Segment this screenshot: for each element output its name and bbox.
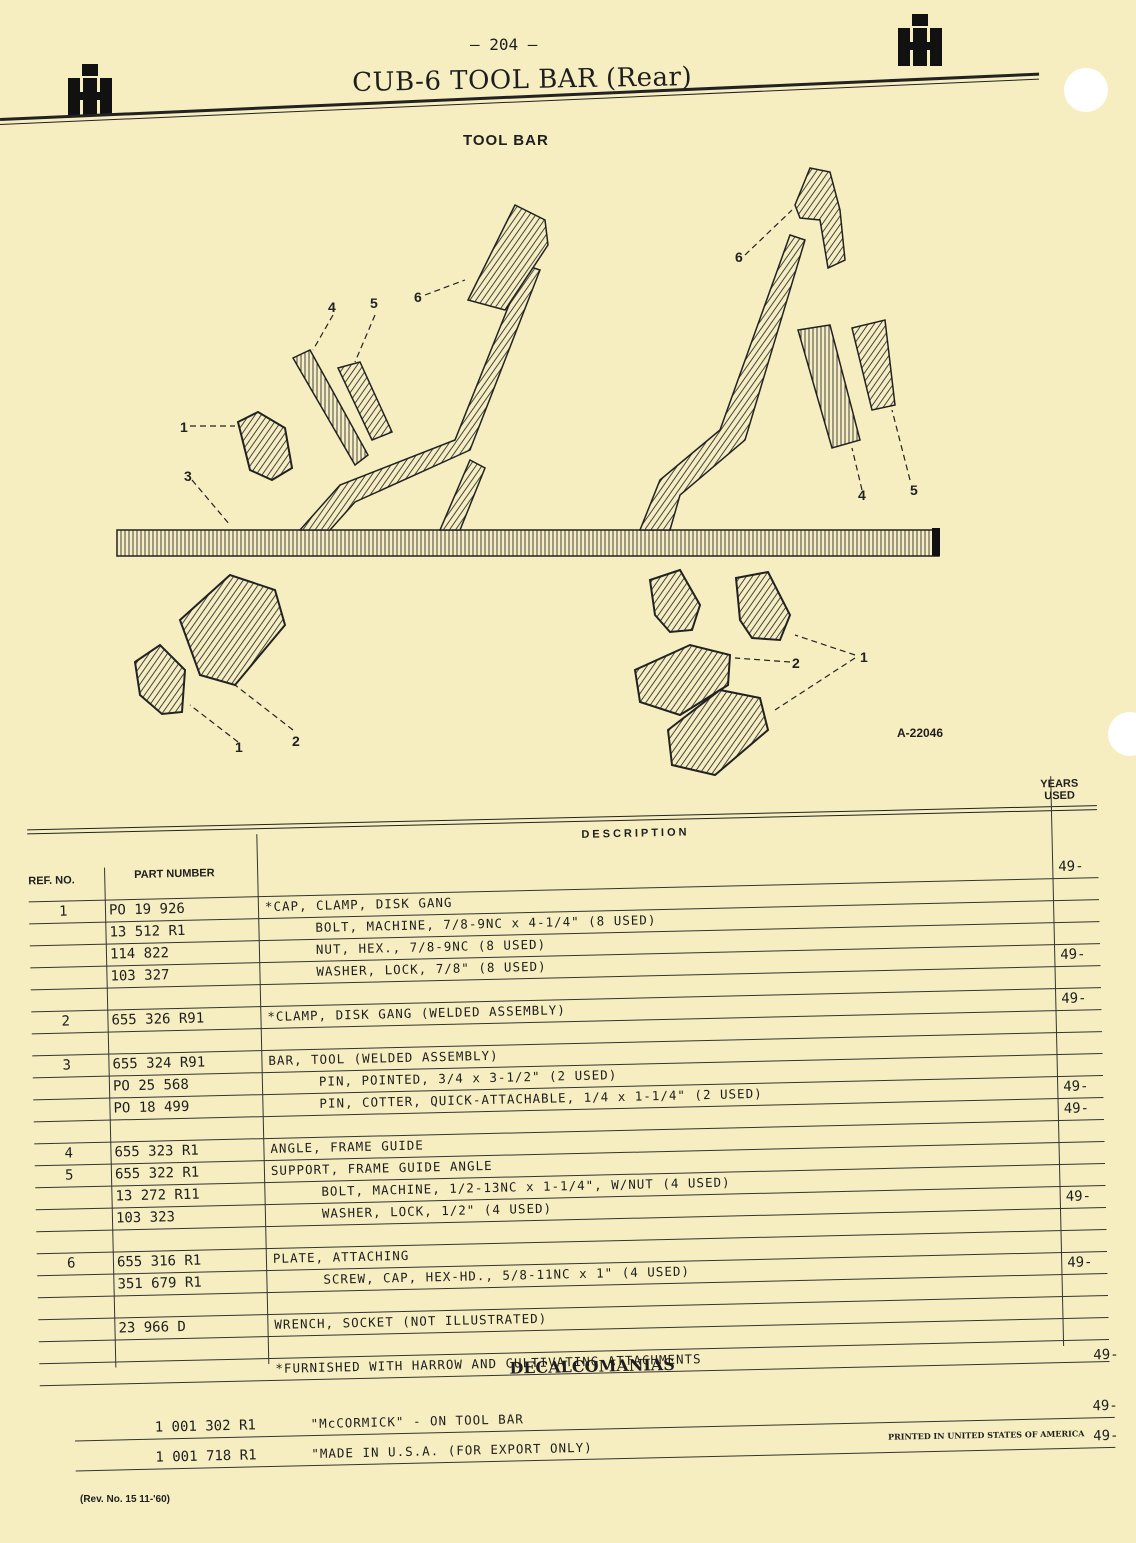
part-number-cell: 655 326 R91 bbox=[111, 1010, 205, 1029]
callout-5: 5 bbox=[370, 295, 378, 311]
callout-4b: 4 bbox=[858, 487, 866, 503]
callout-2: 2 bbox=[292, 733, 300, 749]
ih-logo-icon bbox=[898, 14, 942, 66]
frame-guide-support-left bbox=[336, 361, 394, 441]
years-used-cell: 49- bbox=[1065, 1188, 1092, 1205]
part-number-cell: 114 822 bbox=[109, 945, 170, 963]
binder-hole-middle bbox=[1108, 712, 1136, 756]
part-number-cell: 655 316 R1 bbox=[116, 1252, 202, 1271]
description-cell: WASHER, LOCK, 1/2" (4 USED) bbox=[321, 1200, 553, 1221]
header-description: DESCRIPTION bbox=[581, 826, 690, 841]
header-years-line2: USED bbox=[1044, 789, 1076, 803]
callout-3: 3 bbox=[184, 468, 192, 484]
page-number: — 204 — bbox=[470, 35, 538, 54]
part-number-cell: 103 327 bbox=[110, 967, 170, 985]
callout-1b: 1 bbox=[235, 739, 243, 755]
ref-no-cell: 3 bbox=[62, 1057, 72, 1074]
description-cell: NUT, HEX., 7/8-9NC (8 USED) bbox=[315, 936, 547, 957]
description-cell: WASHER, LOCK, 7/8" (8 USED) bbox=[316, 958, 547, 979]
ref-no-cell: 4 bbox=[64, 1145, 74, 1162]
years-used-cell: 49- bbox=[1067, 1254, 1093, 1271]
header-years-line1: YEARS bbox=[1040, 777, 1079, 791]
right-arm-part bbox=[638, 234, 806, 531]
disk-gang-clamp-left bbox=[178, 573, 287, 687]
exploded-parts-diagram: 1 3 4 5 6 6 4 5 1 2 2 1 bbox=[116, 167, 940, 777]
callout-6b: 6 bbox=[735, 249, 743, 265]
part-number-cell: 655 324 R91 bbox=[112, 1054, 206, 1073]
attaching-plate-right bbox=[794, 167, 846, 270]
clamp-cap-lower-left bbox=[133, 643, 187, 716]
description-cell: PIN, POINTED, 3/4 x 3-1/2" (2 USED) bbox=[318, 1067, 618, 1089]
attaching-plate-left bbox=[466, 203, 549, 311]
decal-part-number-cell: 1 001 718 R1 bbox=[155, 1447, 257, 1466]
description-cell: WRENCH, SOCKET (NOT ILLUSTRATED) bbox=[274, 1310, 548, 1332]
part-number-cell: 23 966 D bbox=[118, 1318, 187, 1337]
figure-id: A-22046 bbox=[897, 726, 944, 740]
clamp-cap-lower-right-a bbox=[648, 568, 702, 634]
years-used-cell: 49- bbox=[1060, 946, 1086, 963]
part-number-cell: 13 512 R1 bbox=[109, 922, 186, 941]
years-used-cell: 49- bbox=[1061, 990, 1087, 1007]
ref-no-cell: 1 bbox=[58, 903, 68, 920]
callout-4: 4 bbox=[328, 299, 336, 315]
description-cell: *CAP, CLAMP, DISK GANG bbox=[264, 894, 453, 915]
description-cell: SUPPORT, FRAME GUIDE ANGLE bbox=[270, 1157, 493, 1178]
disk-gang-clamp-right-b bbox=[666, 688, 770, 777]
years-used-cell: 49- bbox=[1063, 1100, 1090, 1117]
decal-description-cell: "MADE IN U.S.A. (FOR EXPORT ONLY) bbox=[311, 1439, 593, 1462]
disk-gang-clamp-right-a bbox=[633, 643, 732, 717]
part-number-cell: 655 323 R1 bbox=[114, 1142, 199, 1161]
frame-guide-support-right bbox=[851, 319, 896, 411]
decal-years-cell: 49- bbox=[1092, 1397, 1118, 1415]
clamp-cap-lower-right-b bbox=[734, 570, 792, 642]
description-cell: PLATE, ATTACHING bbox=[272, 1247, 410, 1266]
part-number-cell: 655 322 R1 bbox=[114, 1164, 200, 1183]
callout-5b: 5 bbox=[910, 482, 918, 498]
description-cell: *CLAMP, DISK GANG (WELDED ASSEMBLY) bbox=[267, 1002, 566, 1024]
part-number-cell: PO 19 926 bbox=[108, 900, 186, 919]
callout-6: 6 bbox=[414, 289, 422, 305]
decal-part-number-cell: 1 001 302 R1 bbox=[154, 1417, 257, 1436]
part-number-cell: 103 323 bbox=[115, 1209, 176, 1227]
decal-heading: DECALCOMANIAS bbox=[509, 1354, 675, 1378]
clamp-cap-upper-left bbox=[236, 410, 294, 482]
ref-no-cell: 6 bbox=[66, 1255, 76, 1272]
frame-guide-angle-left bbox=[291, 349, 369, 467]
parts-table: REF. NO. PART NUMBER DESCRIPTION YEARS U… bbox=[0, 754, 1136, 1500]
years-used-cell: 49- bbox=[1063, 1078, 1089, 1095]
frame-guide-angle-right bbox=[797, 324, 861, 449]
part-number-cell: PO 25 568 bbox=[112, 1076, 190, 1095]
header-years-used: YEARS USED bbox=[1040, 778, 1078, 803]
section-heading: TOOL BAR bbox=[463, 132, 549, 149]
ref-no-cell: 2 bbox=[61, 1013, 71, 1030]
callout-1: 1 bbox=[180, 419, 188, 435]
part-number-cell: PO 18 499 bbox=[113, 1098, 190, 1117]
ih-logo-icon bbox=[68, 64, 112, 116]
decal-description-cell: "McCORMICK" - ON TOOL BAR bbox=[310, 1411, 524, 1432]
decal-years-top: 49- bbox=[1093, 1346, 1119, 1364]
tool-bar-part bbox=[116, 529, 940, 557]
callout-2b: 2 bbox=[792, 655, 800, 671]
description-cell: BAR, TOOL (WELDED ASSEMBLY) bbox=[268, 1047, 499, 1068]
decal-years-cell: 49- bbox=[1092, 1427, 1119, 1445]
ref-no-cell: 5 bbox=[64, 1167, 74, 1184]
part-number-cell: 351 679 R1 bbox=[117, 1274, 202, 1293]
binder-hole-top bbox=[1064, 68, 1108, 112]
part-number-cell: 13 272 R11 bbox=[115, 1186, 200, 1205]
revision-note: (Rev. No. 15 11-'60) bbox=[80, 1494, 171, 1505]
years-used-cell: 49- bbox=[1058, 858, 1084, 876]
callout-1c: 1 bbox=[860, 649, 868, 665]
description-cell: ANGLE, FRAME GUIDE bbox=[270, 1137, 425, 1156]
